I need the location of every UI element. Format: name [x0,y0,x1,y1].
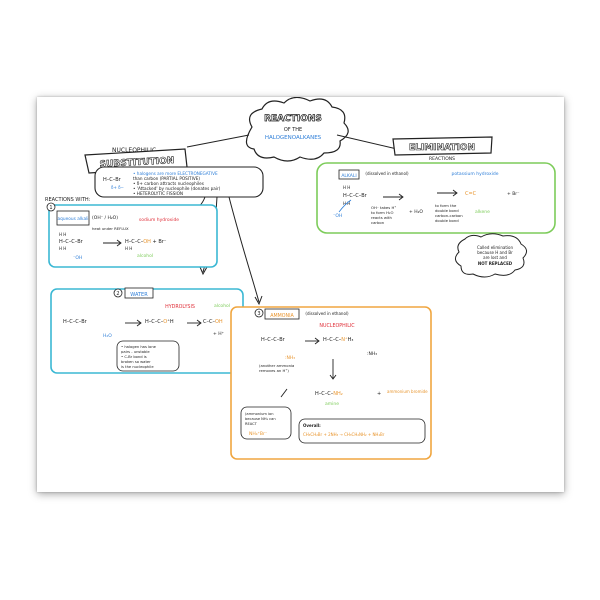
svg-text:H–C–C–N⁺H₃: H–C–C–N⁺H₃ [323,337,353,343]
elim-halide: + Br⁻ [507,191,520,197]
water-box: 2 WATER HYDROLYSIS alcohol H–C–C–Br H₂O … [50,287,244,374]
elimination-label-sub: REACTIONS [429,156,455,162]
sub-note-3: • δ+ carbon attracts nucleophiles [133,181,204,186]
elim-right-note-2: double bond [435,208,459,213]
svg-text:⁻OH: ⁻OH [333,213,342,219]
ammonia-excess-note-3: REACT [245,422,258,426]
svg-text:NH₄⁺Br⁻: NH₄⁺Br⁻ [249,431,268,437]
svg-text:+: + [377,391,381,397]
ammonia-number: 3 [257,311,260,317]
svg-text:H–C–C–O⁺H: H–C–C–O⁺H [145,319,174,325]
svg-text:H H: H H [125,246,132,251]
sub-note-5: • HETEROLYTIC FISSION [133,191,183,196]
elim-right-note-4: double bond [435,218,459,223]
aqueous-alcohol: alcohol [137,253,153,259]
elim-water: + H₂O [409,209,423,215]
water-product: alcohol [214,303,230,309]
mind-map: REACTIONS OF THE HALOGENOALKANES NUCLEOP… [45,96,556,460]
elimination-label-main: ELIMINATION [409,143,475,153]
svg-text::NH₃: :NH₃ [367,351,377,357]
elimination-banner: ELIMINATION REACTIONS [392,136,493,162]
elim-alkene: alkene [475,209,490,215]
title-cloud: REACTIONS OF THE HALOGENOALKANES [245,96,349,162]
ammonia-note-1: (another ammonia [259,363,294,368]
ammonia-note-2: removes an H⁺) [259,368,289,373]
water-note-2: pairs - unstable [121,350,150,354]
svg-text:H–C–C–Br: H–C–C–Br [343,193,368,199]
ammonia-cond: (dissolved in ethanol) [305,311,349,316]
ammonia-box: 3 AMMONIA (dissolved in ethanol) NUCLEOP… [230,306,432,460]
substitution-notes-box: • halogens are more ELECTRONEGATIVE than… [94,166,264,198]
aqueous-reagent: aqueous alkali [58,216,89,222]
notes-sheet: REACTIONS OF THE HALOGENOALKANES NUCLEOP… [37,96,564,492]
water-note-3: • C-Br bond is [121,355,147,359]
ammonia-excess-note-1: (ammonium ion [245,412,273,416]
svg-text:H–C–C–OH + Br⁻: H–C–C–OH + Br⁻ [125,239,167,245]
ammonia-equation: CH₃CH₂Br + 2NH₃ → CH₃CH₂NH₂ + NH₄Br [303,432,385,437]
elim-note-3: reacts with [371,215,393,220]
sub-note-4: • 'Attacked' by nucleophile (donates pai… [133,186,221,191]
svg-text:H–C–C–NH₂: H–C–C–NH₂ [315,391,343,397]
svg-text:C=C: C=C [465,191,477,197]
elim-right-note-1: to form the [435,203,457,208]
water-type: HYDROLYSIS [165,304,195,310]
water-note-4: broken so water [121,360,151,364]
aqueous-product: sodium hydroxide [139,217,179,223]
svg-text:H–C–Br: H–C–Br [103,177,122,183]
water-number: 2 [116,291,119,297]
elimination-box: ALKALI (dissolved in ethanol) potassium … [316,162,556,234]
reactions-with-label: REACTIONS WITH: [45,197,91,203]
aqueous-alkali-box: 1 aqueous alkali (OH⁻ / H₂O) sodium hydr… [46,202,218,268]
svg-text:H–C–C–Br: H–C–C–Br [63,319,88,325]
sub-note-1: • halogens are more ELECTRONEGATIVE [133,171,218,176]
substitution-label-top: NUCLEOPHILIC [112,147,156,154]
ammonia-reagent: AMMONIA [270,313,294,319]
svg-text:H H: H H [343,185,350,190]
title-line1: REACTIONS [264,114,322,124]
elim-product-word: potassium hydroxide [451,171,498,177]
aqueous-heat: heat under REFLUX [92,226,129,231]
aqueous-cond: (OH⁻ / H₂O) [92,215,118,221]
svg-text:⁻OH: ⁻OH [73,255,82,261]
svg-text:H–C–C–Br: H–C–C–Br [59,239,84,245]
svg-text:H H: H H [59,246,66,251]
water-reagent: WATER [130,292,148,298]
elim-note-2: to form H₂O [371,210,393,215]
svg-text:H–C–C–Br: H–C–C–Br [261,337,286,343]
aqueous-number: 1 [49,205,52,211]
title-line3: HALOGENOALKANES [265,135,322,141]
elim-reagent-cond: (dissolved in ethanol) [365,171,409,176]
ammonia-product: amine [325,401,339,407]
elimination-note-cloud: Called elimination because H and Br are … [455,233,527,278]
elim-right-note-3: carbon-carbon [435,213,463,218]
elim-note-cloud-4: NOT REPLACED [478,261,513,266]
elim-note-cloud-2: because H and Br [477,250,513,255]
ammonia-salt: ammonium bromide [387,389,428,394]
water-note-5: is the nucleophile [121,365,154,369]
elim-note-1: OH⁻ takes H⁺ [371,205,396,210]
svg-text:δ+ δ−: δ+ δ− [111,185,124,190]
ammonia-type: NUCLEOPHILIC [319,323,355,329]
elim-note-4: carbon [371,220,385,225]
ammonia-overall-label: Overall: [303,423,321,428]
title-line2: OF THE [284,127,302,133]
svg-text:H₂O: H₂O [103,333,112,339]
svg-text:H H: H H [59,232,66,237]
ammonia-excess-note-2: because NH₃ can [245,417,276,421]
elim-note-cloud-3: are lost and [483,255,507,260]
elim-note-cloud-1: Called elimination [477,245,514,250]
sub-note-2: than carbon (PARTIAL POSITIVE) [133,176,200,181]
water-note-1: • halogen has lone [121,345,157,349]
svg-text:C–C–OH: C–C–OH [203,319,223,325]
svg-text::NH₃: :NH₃ [285,355,295,361]
svg-text:+ H⁺: + H⁺ [213,331,225,337]
elim-reagent: ALKALI [341,173,356,179]
